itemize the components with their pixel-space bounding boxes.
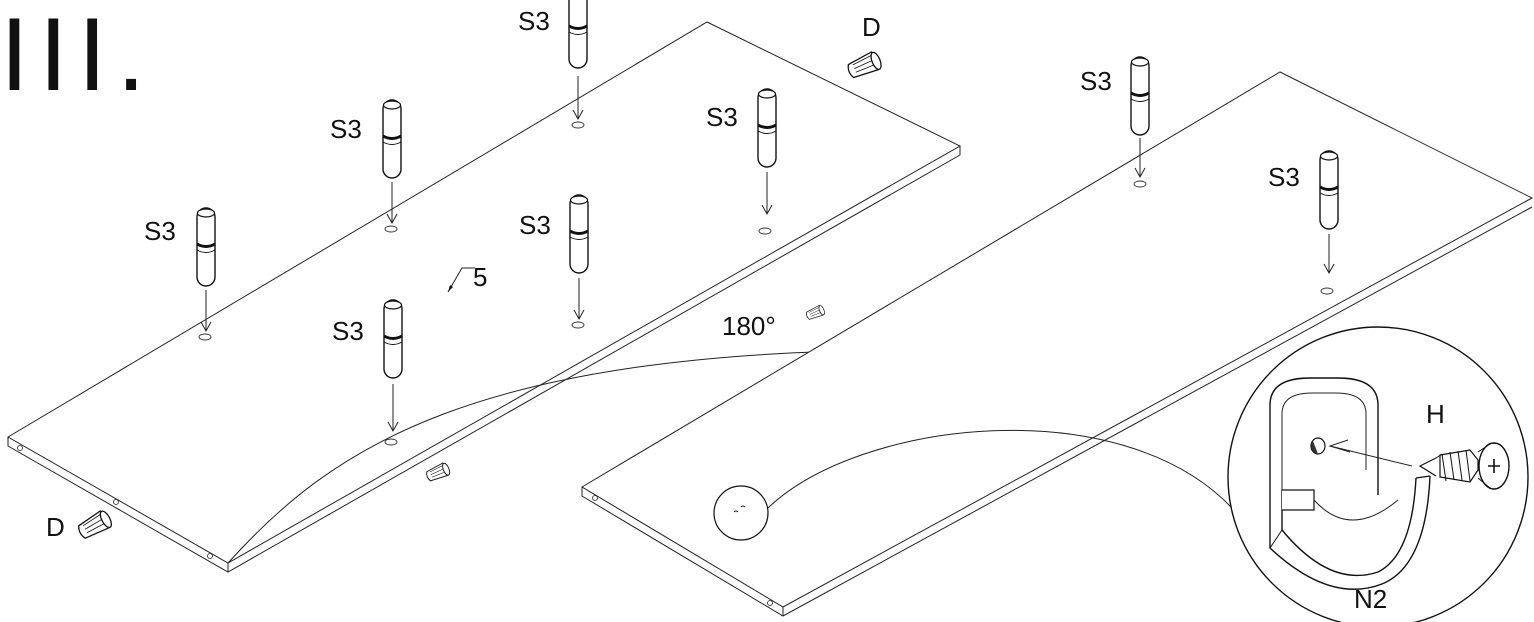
rotation-label: 180° xyxy=(722,311,776,341)
screw-h xyxy=(1328,439,1510,490)
pin-label: S3 xyxy=(706,102,738,132)
panel-number-callout: 5 xyxy=(447,262,487,293)
pin-label: S3 xyxy=(518,6,550,36)
pin-label: S3 xyxy=(332,316,364,346)
left-panel-5 xyxy=(7,21,962,573)
pin-s3-5: S3 xyxy=(519,193,590,321)
dowel-label: D xyxy=(46,512,65,542)
pin-label: S3 xyxy=(1080,66,1112,96)
pin-s3-3: S3 xyxy=(518,0,589,121)
dowel-d-bottom: D xyxy=(46,507,115,542)
right-panel-5-rotated xyxy=(424,71,1534,617)
pin-s3-1: S3 xyxy=(144,206,217,333)
pin-s3-7: S3 xyxy=(1080,55,1151,179)
dowel-d-top: D xyxy=(844,12,884,81)
detail-magnifier: H N2 xyxy=(1227,326,1529,622)
pin-label: S3 xyxy=(519,210,551,240)
pin-label: S3 xyxy=(330,114,362,144)
pin-label: S3 xyxy=(144,216,176,246)
pin-s3-4: S3 xyxy=(706,87,778,216)
pin-s3-8: S3 xyxy=(1268,149,1340,275)
panel-number-label: 5 xyxy=(473,262,487,292)
detail-marker xyxy=(713,429,1233,541)
pin-s3-2: S3 xyxy=(330,98,403,225)
step-number: III. xyxy=(0,0,156,113)
pin-label: S3 xyxy=(1268,162,1300,192)
screw-label: H xyxy=(1426,399,1445,429)
bracket-label: N2 xyxy=(1354,584,1387,614)
hanger-bracket-n2 xyxy=(1269,377,1431,590)
rotate-arrow: 180° xyxy=(227,311,920,564)
dowel-label: D xyxy=(862,12,881,42)
pin-s3-6: S3 xyxy=(332,298,404,433)
